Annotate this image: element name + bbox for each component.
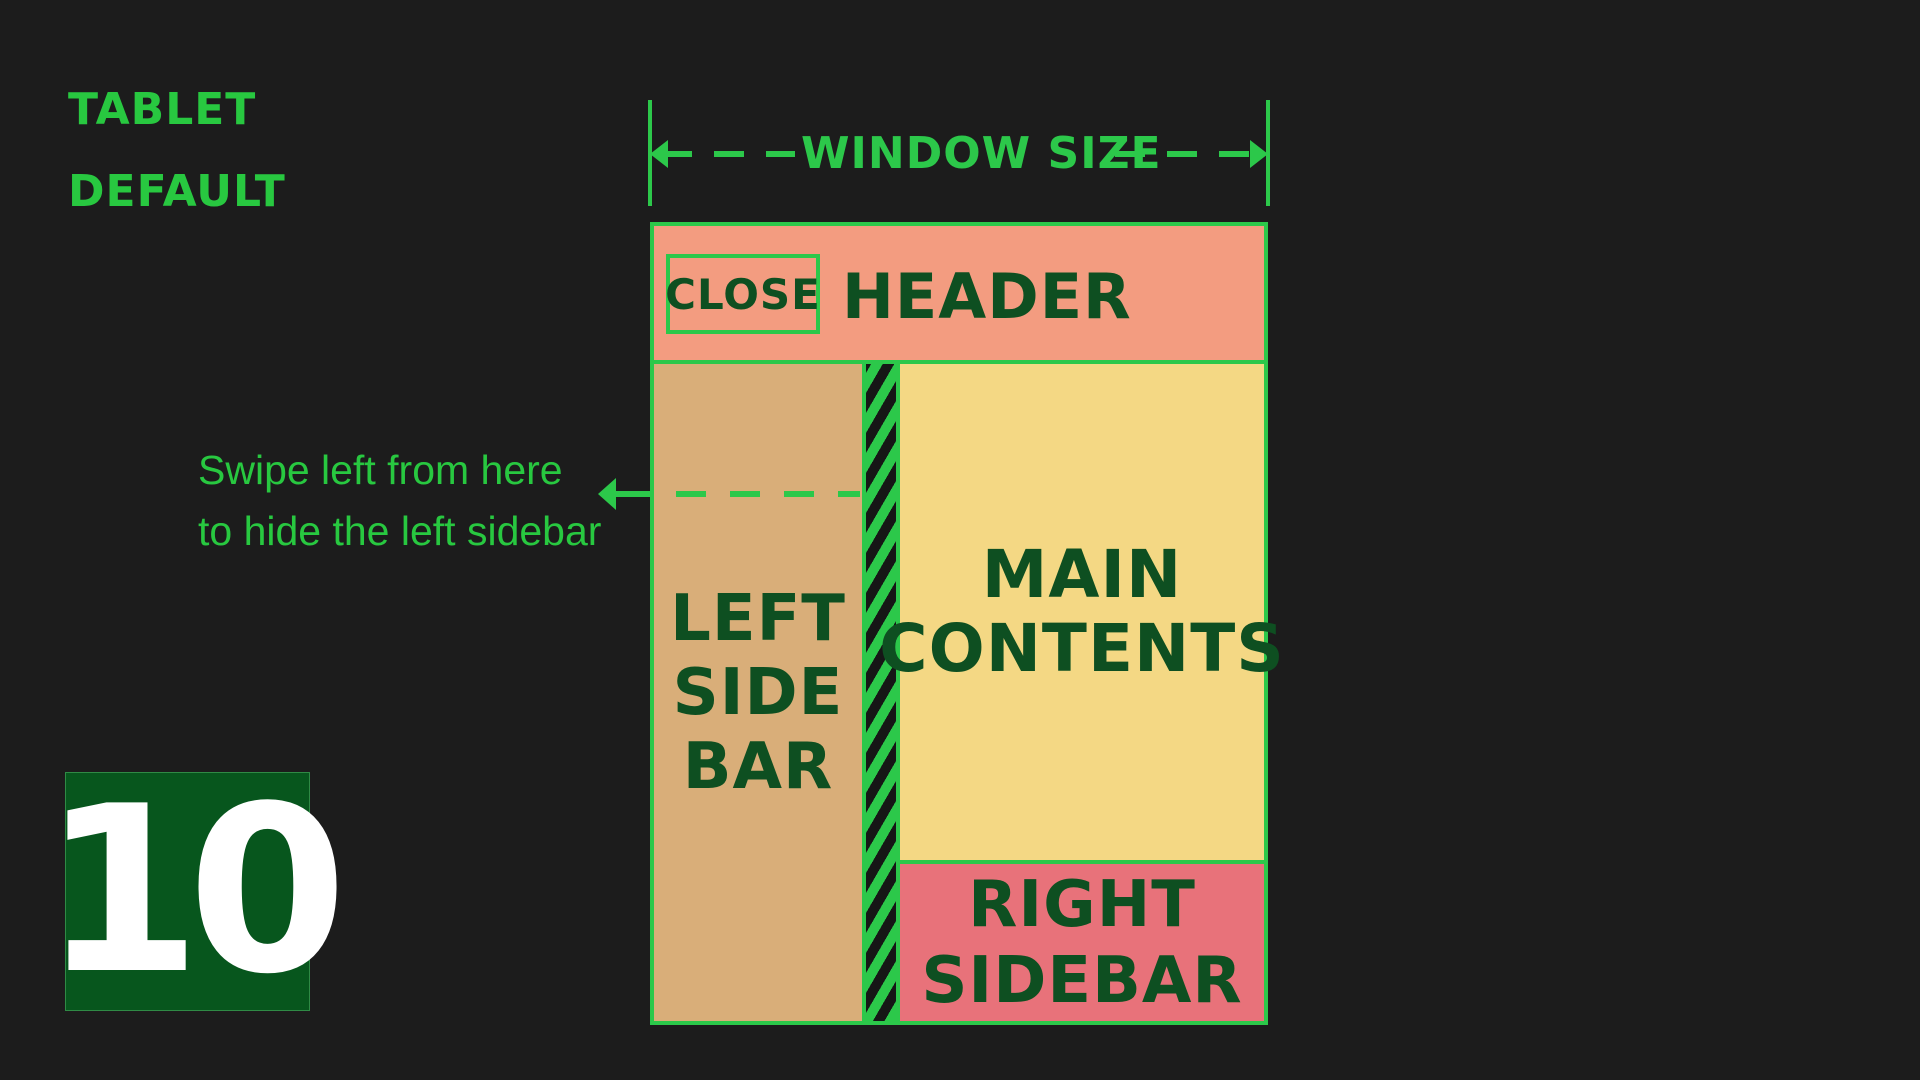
right-sidebar-region: RIGHT SIDEBAR	[896, 860, 1268, 1025]
swipe-annotation-line-1: Swipe left from here	[198, 447, 563, 493]
device-label: TABLET	[68, 84, 257, 135]
swipe-annotation: Swipe left from here to hide the left si…	[198, 440, 601, 562]
left-sidebar-region: LEFT SIDE BAR	[650, 360, 866, 1025]
swipe-annotation-line-2: to hide the left sidebar	[198, 508, 602, 554]
close-button-label: CLOSE	[665, 269, 821, 319]
header-region: CLOSE HEADER	[650, 222, 1268, 364]
slide-number-badge: 10	[41, 757, 348, 1025]
main-contents-region: MAIN CONTENTS	[879, 360, 1284, 864]
state-label: DEFAULT	[68, 166, 286, 217]
main-contents-label: MAIN CONTENTS	[879, 536, 1285, 687]
header-label: HEADER	[842, 260, 1132, 333]
window-size-label: WINDOW SIZE	[801, 128, 1162, 179]
dimension-right-arrowhead	[1250, 140, 1268, 168]
slide-number: 10	[41, 757, 347, 1025]
close-button[interactable]: CLOSE	[665, 254, 821, 334]
sidebar-drag-handle[interactable]	[862, 360, 900, 1025]
dimension-left-arrowhead	[650, 140, 668, 168]
right-sidebar-label: RIGHT SIDEBAR	[921, 867, 1243, 1018]
left-sidebar-label: LEFT SIDE BAR	[670, 581, 846, 804]
